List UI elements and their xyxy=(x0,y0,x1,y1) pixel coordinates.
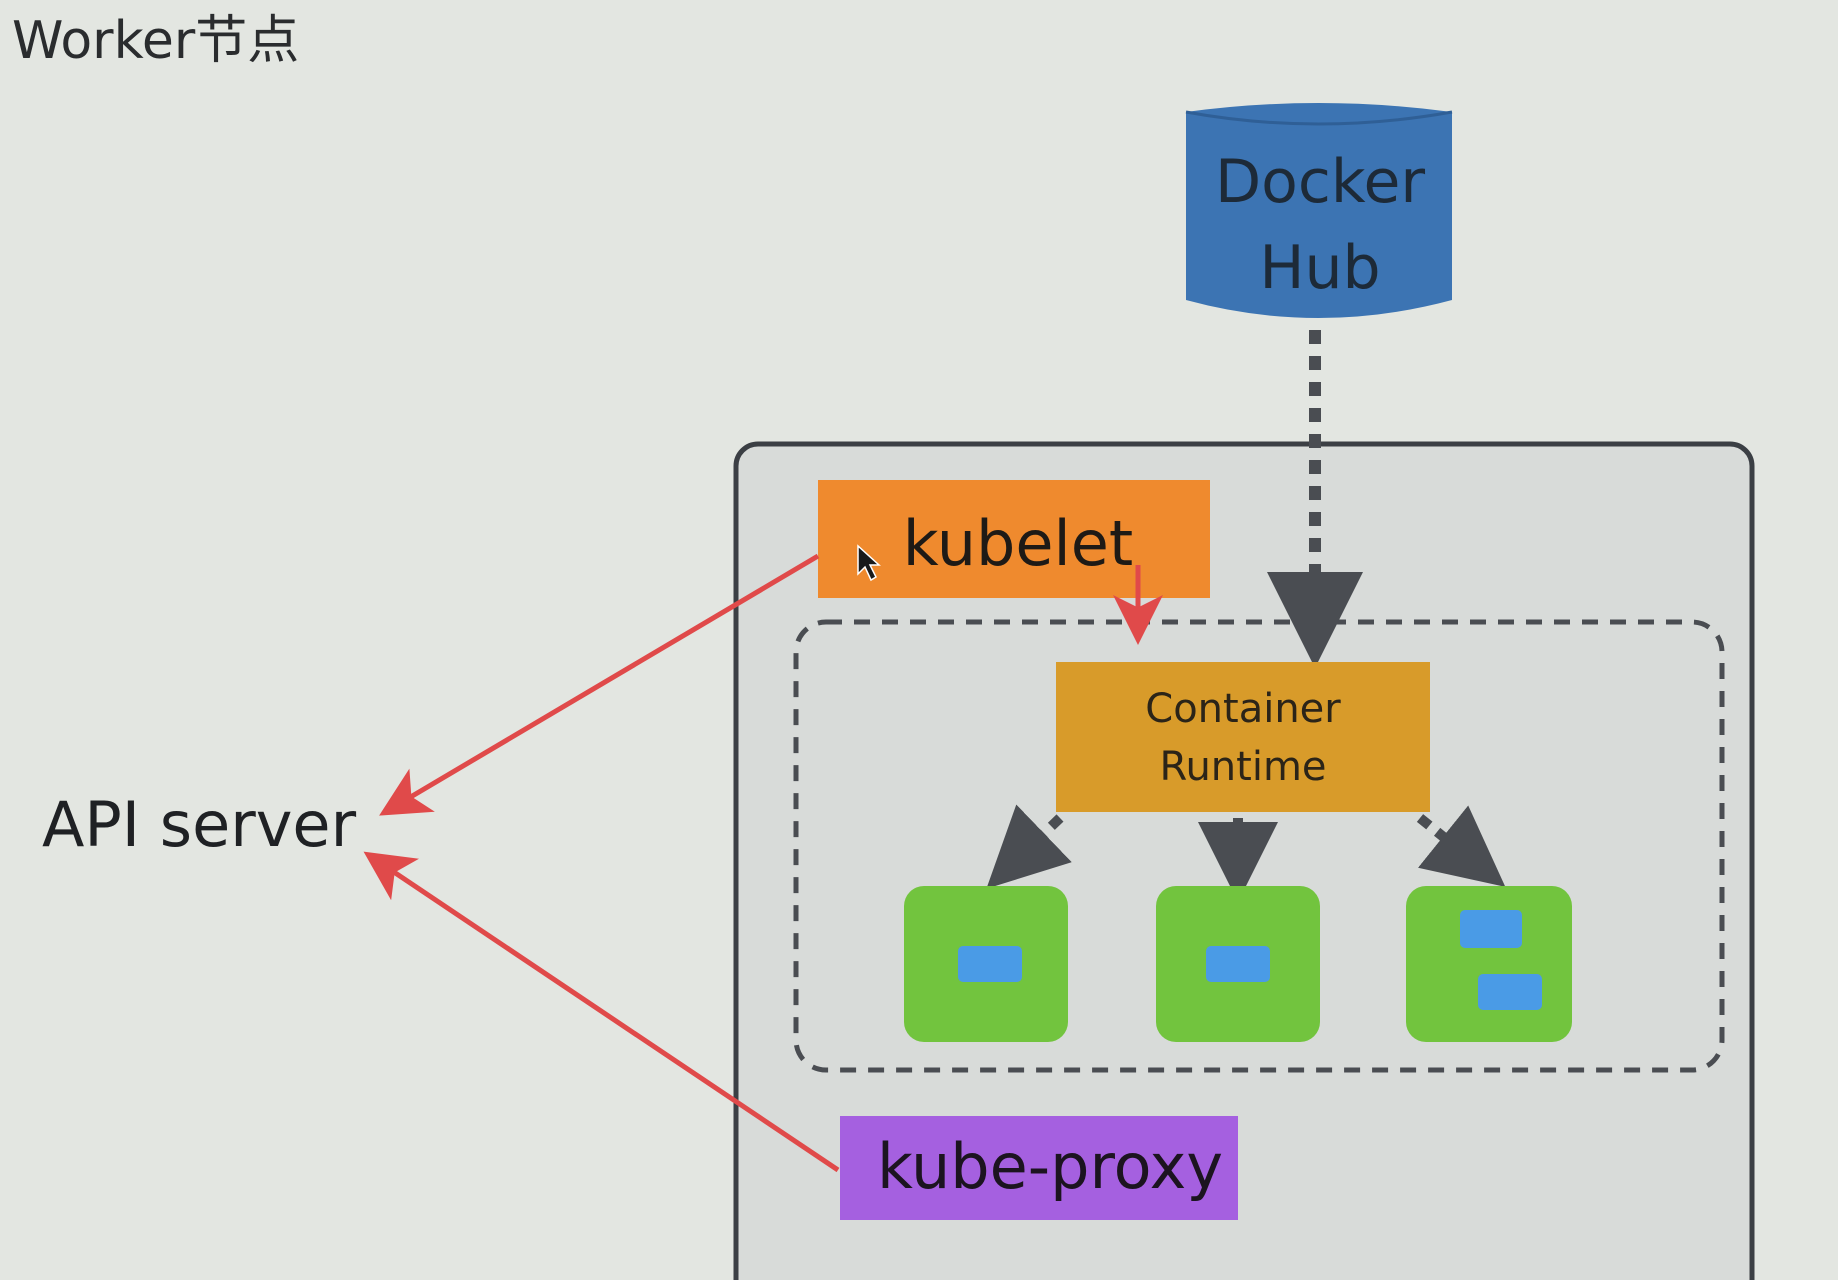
kubelet-label: kubelet xyxy=(903,507,1133,580)
container-runtime-label-line1: Container xyxy=(1145,686,1341,732)
container-icon xyxy=(958,946,1022,982)
container-icon xyxy=(1478,974,1542,1010)
pod-3 xyxy=(1406,886,1572,1042)
kube-proxy-label: kube-proxy xyxy=(877,1130,1223,1203)
mouse-cursor-icon xyxy=(857,544,881,582)
kubelet-to-apiserver-arrow xyxy=(379,553,820,816)
page-title: Worker节点 xyxy=(12,11,299,71)
kubeproxy-to-apiserver-arrow xyxy=(363,851,840,1173)
pod-area-dashed-box xyxy=(793,619,1725,1073)
container-runtime-box: Container Runtime xyxy=(1056,662,1430,812)
container-icon xyxy=(1460,910,1522,948)
container-runtime-label-line2: Runtime xyxy=(1159,744,1326,790)
docker-hub-label-line2: Hub xyxy=(1259,233,1380,303)
runtime-to-pod3-arrow xyxy=(1416,805,1506,887)
pod-2 xyxy=(1156,886,1320,1042)
kubelet-box: kubelet xyxy=(818,480,1210,598)
kube-proxy-box: kube-proxy xyxy=(840,1116,1238,1220)
api-server-label: API server xyxy=(42,788,357,861)
container-icon xyxy=(1206,946,1270,982)
docker-hub-label-line1: Docker xyxy=(1215,147,1425,217)
docker-hub-cylinder: Docker Hub xyxy=(1185,103,1453,318)
pod-1 xyxy=(904,886,1068,1042)
